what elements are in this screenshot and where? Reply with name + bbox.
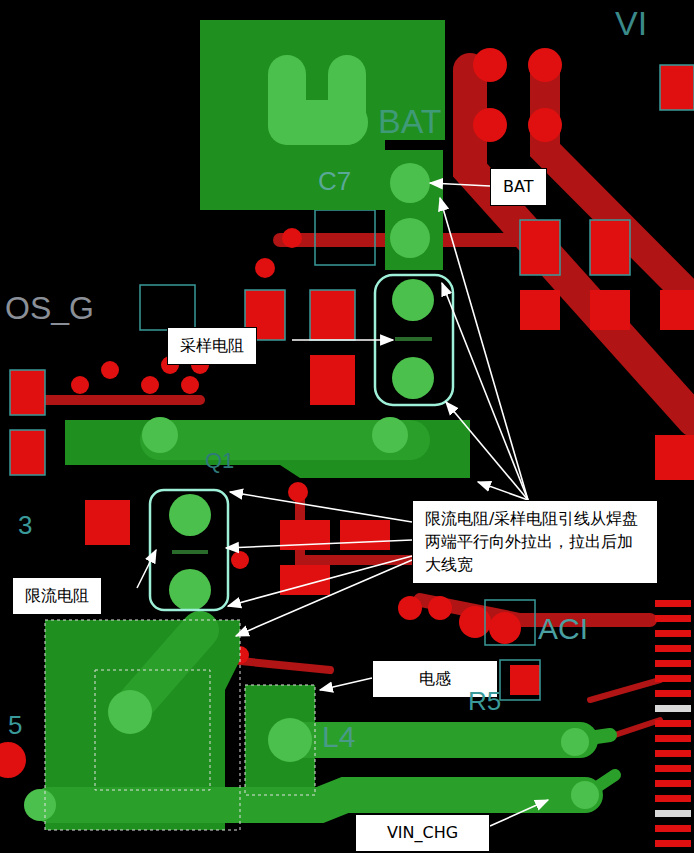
callout-box: 限流电阻/采样电阻引线从焊盘两端平行向外拉出，拉出后加大线宽	[412, 500, 658, 584]
callout-box: VIN_CHG	[355, 814, 490, 852]
designator: C7	[318, 168, 351, 194]
net-name: OS_G	[5, 292, 94, 324]
callout-box: 采样电阻	[167, 327, 257, 365]
net-name: BAT	[378, 104, 442, 138]
net-name: ACI	[538, 614, 588, 644]
designator: L4	[322, 722, 355, 752]
pin-number: 5	[8, 712, 22, 738]
net-name: VI	[615, 6, 647, 40]
callout-text: BAT	[503, 175, 534, 198]
callout-text: VIN_CHG	[368, 821, 477, 844]
callout-text: 采样电阻	[180, 334, 244, 357]
callout-text: 电感	[385, 667, 485, 690]
callout-text: 限流电阻/采样电阻引线从焊盘两端平行向外拉出，拉出后加大线宽	[425, 507, 645, 577]
pin-number: 3	[18, 512, 32, 538]
callout-text: 限流电阻	[25, 584, 89, 607]
designator: R5	[468, 688, 501, 714]
designator: Q1	[205, 450, 234, 472]
callout-box: 限流电阻	[12, 577, 102, 615]
callout-box: BAT	[490, 168, 547, 206]
